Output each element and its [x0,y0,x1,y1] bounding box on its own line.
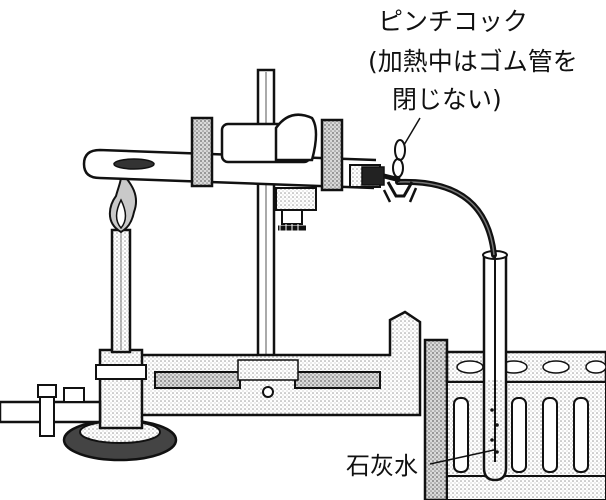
rubber-tube [395,178,497,258]
note-line-2: 閉じない) [392,85,502,114]
limewater-label: 石灰水 [346,452,418,480]
stand-rod [256,68,276,382]
stand-base [138,310,422,417]
limewater-test-tube [482,250,508,482]
note-line-1: (加熱中はゴム管を [368,47,578,76]
clamp [190,113,344,232]
pinchcock [382,139,418,203]
flame [108,169,138,234]
gas-burner [0,228,178,462]
test-tube-rack [423,338,606,500]
pinchcock-leader [403,117,421,146]
limewater-leader [429,449,495,465]
pinchcock-label: ピンチコック [378,7,528,36]
